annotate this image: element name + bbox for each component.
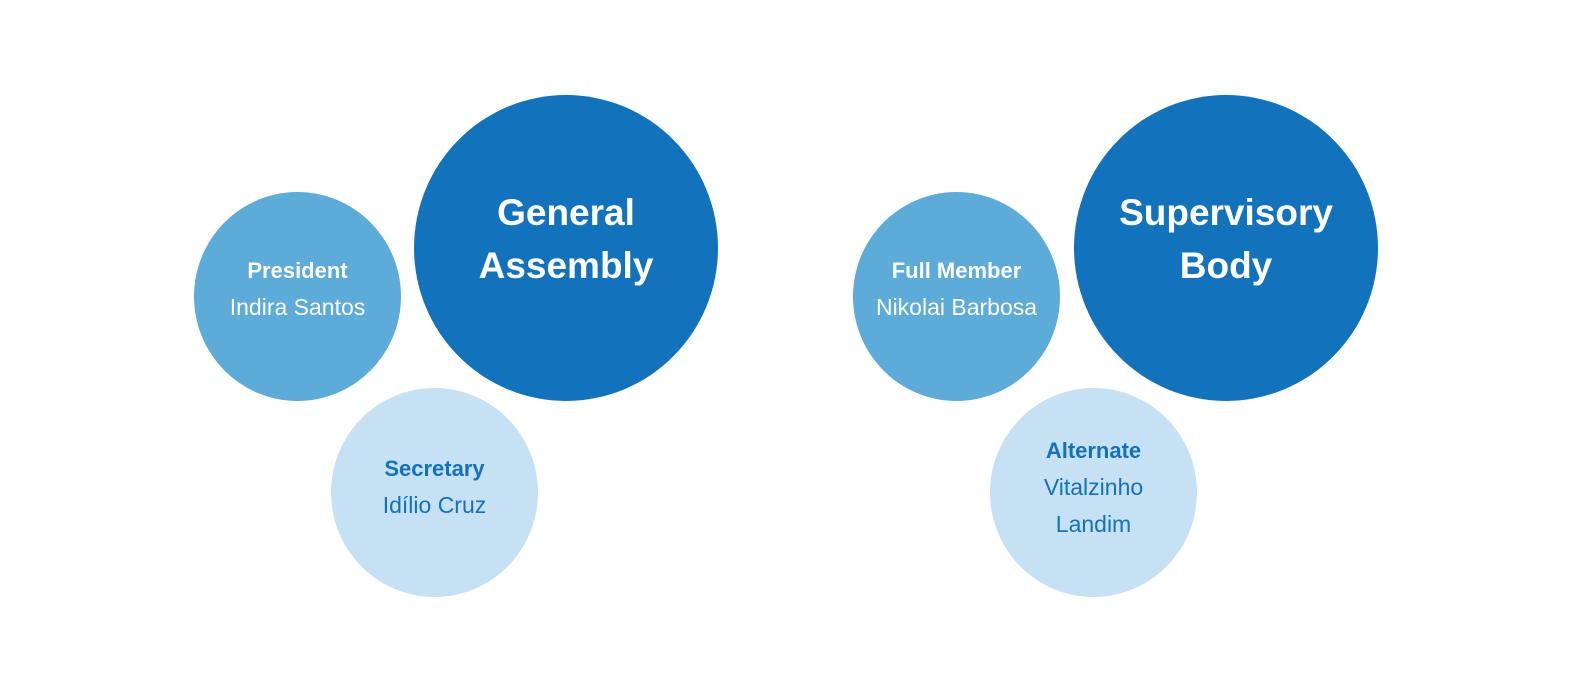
- general-assembly-group: General Assembly President Indira Santos…: [0, 0, 718, 700]
- alternate-name: Vitalzinho Landim: [1043, 473, 1144, 537]
- supervisory-body-group: Supervisory Body Full Member Nikolai Bar…: [660, 0, 1378, 700]
- secretary-name: Idílio Cruz: [382, 492, 487, 518]
- president-title: President: [247, 258, 348, 283]
- secretary-title: Secretary: [384, 456, 485, 481]
- alternate-title: Alternate: [1045, 437, 1142, 463]
- full-member-name: Nikolai Barbosa: [875, 294, 1038, 320]
- full-member-circle: Full Member Nikolai Barbosa: [853, 192, 1060, 401]
- president-name: Indira Santos: [229, 294, 366, 320]
- full-member-title: Full Member: [891, 258, 1022, 283]
- general-assembly-title: General Assembly: [478, 192, 654, 286]
- supervisory-body-circle: Supervisory Body: [1074, 95, 1378, 401]
- president-circle: President Indira Santos: [194, 192, 401, 401]
- general-assembly-circle: General Assembly: [414, 95, 718, 401]
- secretary-circle: Secretary Idílio Cruz: [331, 388, 538, 597]
- alternate-circle: Alternate Vitalzinho Landim: [990, 388, 1197, 597]
- supervisory-body-title: Supervisory Body: [1119, 192, 1333, 286]
